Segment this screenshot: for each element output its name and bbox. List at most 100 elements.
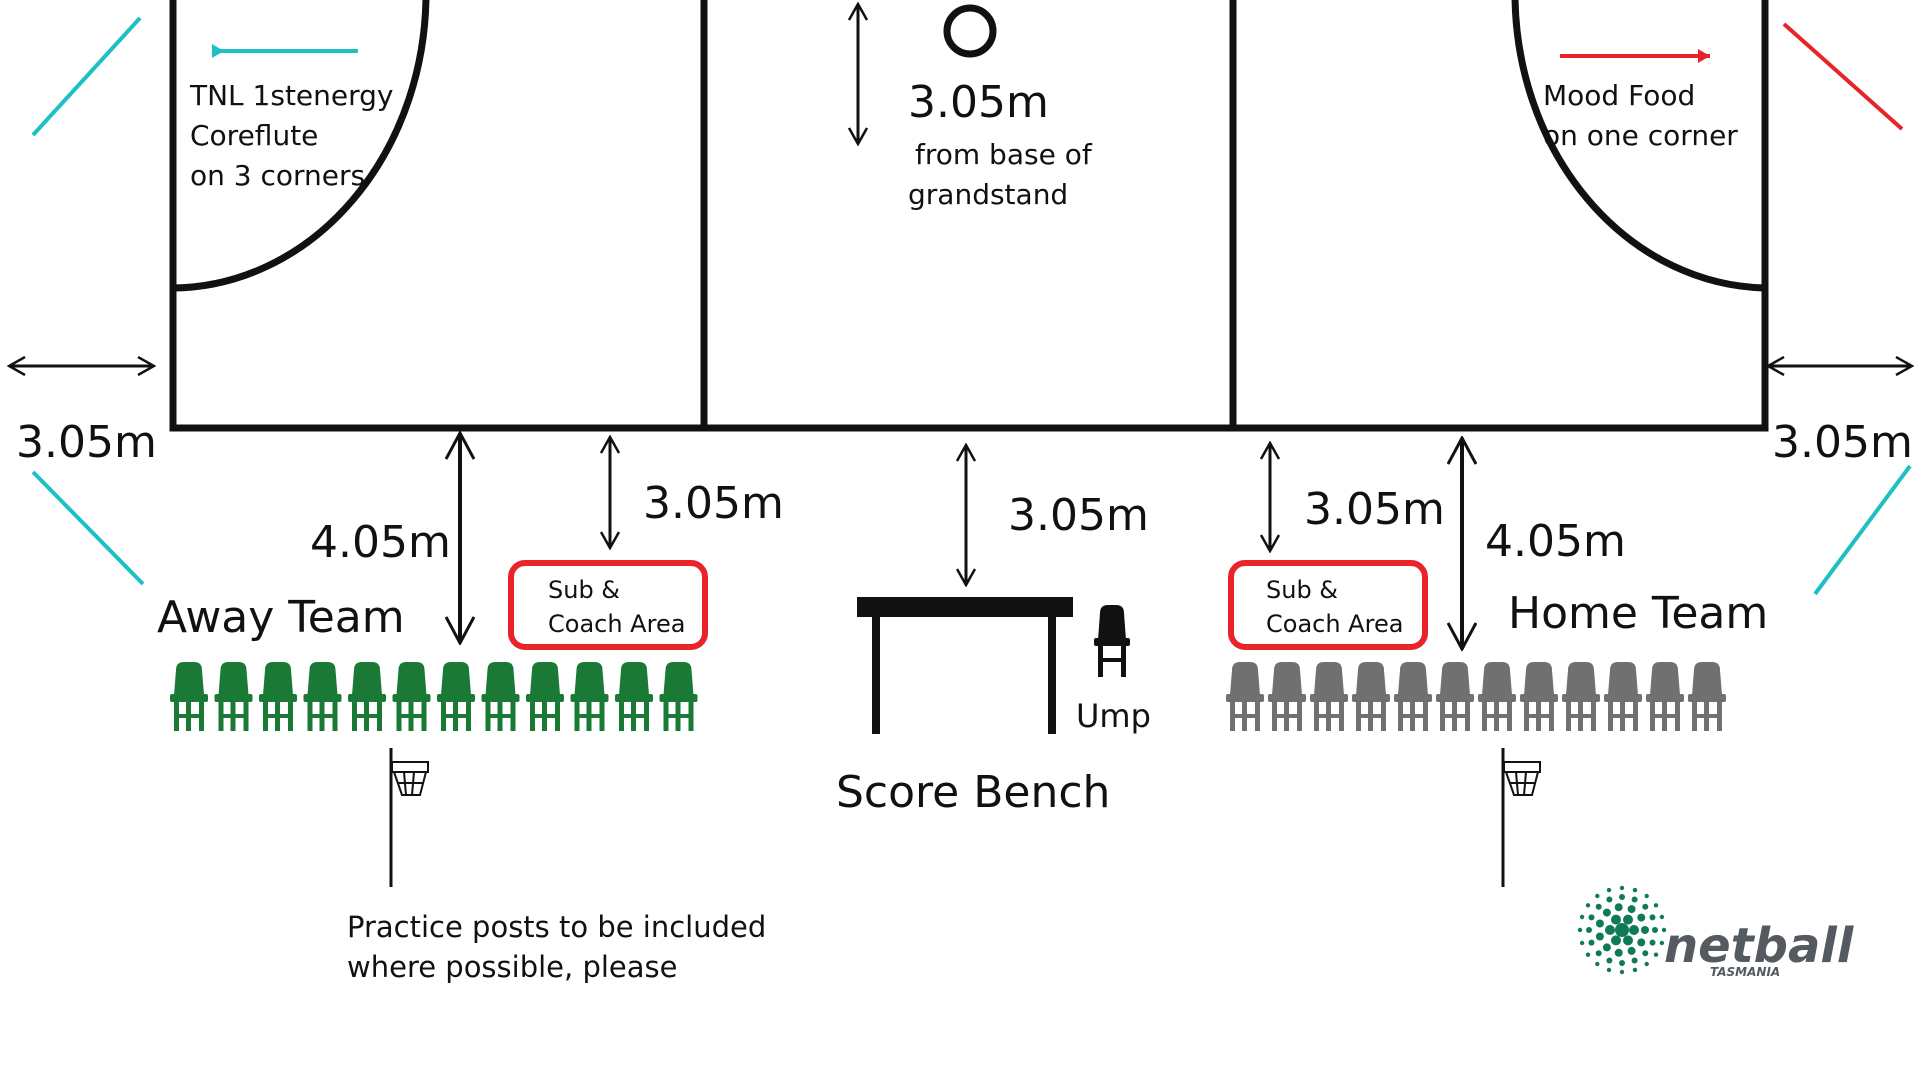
- logo-dot: [1606, 887, 1612, 893]
- chair-icon: [481, 662, 520, 731]
- goal-circle-left: [172, 0, 430, 292]
- logo-dot: [1637, 913, 1646, 922]
- logo-dot: [1595, 893, 1600, 899]
- corner-left-label-1: TNL 1stenergy: [189, 79, 394, 112]
- logo-wordmark: netball: [1664, 918, 1854, 974]
- chair-icon: [348, 662, 386, 731]
- chair-icon: [615, 662, 653, 731]
- chair-icon: [1562, 662, 1600, 731]
- mood-food-line-top-right: [1782, 22, 1904, 131]
- logo-dot: [1619, 960, 1625, 966]
- centre-circle: [943, 4, 997, 58]
- logo-dot: [1606, 967, 1612, 973]
- logo-dot: [1595, 961, 1600, 967]
- top-center-distance-label: 3.05m: [908, 77, 1049, 128]
- away-sub-area-label-1: Sub &: [548, 576, 620, 604]
- umpire-chair-icon: [1094, 605, 1130, 677]
- logo-dot: [1631, 896, 1638, 903]
- away-team-chairs: [170, 662, 698, 731]
- chair-icon: [1646, 662, 1684, 731]
- right-side-distance-label: 3.05m: [1772, 417, 1913, 468]
- logo-dot: [1586, 927, 1592, 933]
- practice-posts-note-2: where possible, please: [347, 950, 677, 984]
- corner-left-label-2: Coreflute: [190, 119, 318, 152]
- logo-dot: [1595, 950, 1602, 957]
- chair-icon: [1268, 662, 1306, 731]
- logo-dot-mark: [1577, 885, 1667, 975]
- chair-icon: [303, 662, 342, 731]
- corner-right-label-2: on one corner: [1543, 119, 1738, 152]
- logo-dot: [1588, 914, 1595, 921]
- court-outline: [169, 0, 1769, 432]
- chair-icon: [1604, 662, 1642, 731]
- chair-icon: [1688, 662, 1726, 731]
- top-center-note-1: from base of: [915, 138, 1093, 171]
- chair-icon: [1310, 662, 1348, 731]
- coreflute-line-top-left: [31, 16, 142, 137]
- logo-dot: [1644, 893, 1649, 899]
- home-sub-area-label-1: Sub &: [1266, 576, 1338, 604]
- logo-dot: [1606, 957, 1613, 964]
- chair-icon: [392, 662, 431, 731]
- logo-dot: [1637, 938, 1646, 947]
- logo-dot: [1605, 925, 1615, 935]
- logo-dot: [1642, 950, 1649, 957]
- logo-dot: [1629, 925, 1639, 935]
- away-sub-distance-label: 3.05m: [643, 478, 784, 529]
- logo-dot: [1623, 935, 1633, 946]
- logo-dot: [1577, 927, 1583, 933]
- logo-dot: [1641, 926, 1649, 934]
- chair-icon: [1436, 662, 1474, 731]
- logo-dot: [1659, 914, 1665, 920]
- logo-dot: [1659, 940, 1665, 946]
- logo-dot: [1588, 939, 1595, 946]
- away-sub-area-label-2: Coach Area: [548, 610, 685, 638]
- netball-tasmania-logo: netball TASMANIA: [1577, 885, 1854, 979]
- corner-right-label-1: Mood Food: [1543, 79, 1695, 112]
- logo-dot: [1595, 903, 1602, 910]
- home-sub-distance-label: 3.05m: [1304, 484, 1445, 535]
- logo-dot: [1585, 952, 1591, 957]
- logo-dot: [1653, 952, 1659, 957]
- home-bench-distance-label: 4.05m: [1485, 516, 1626, 567]
- top-center-note-2: grandstand: [908, 178, 1068, 211]
- practice-post-right-icon: [1501, 748, 1541, 887]
- chair-icon: [570, 662, 609, 731]
- away-sub-coach-area: Sub & Coach Area: [508, 560, 708, 650]
- logo-dot: [1642, 903, 1649, 910]
- chair-icon: [214, 662, 253, 731]
- logo-dot: [1579, 914, 1585, 920]
- chair-icon: [437, 662, 475, 731]
- logo-dot: [1627, 905, 1636, 914]
- logo-dot: [1644, 961, 1649, 967]
- practice-posts-note-1: Practice posts to be included: [347, 910, 766, 944]
- chair-icon: [1226, 662, 1264, 731]
- goal-circle-right: [1511, 0, 1766, 292]
- corner-left-label-3: on 3 corners: [190, 159, 365, 192]
- logo-dot: [1595, 919, 1604, 928]
- logo-dot: [1595, 932, 1604, 941]
- logo-dot: [1615, 923, 1629, 937]
- logo-dot: [1585, 903, 1591, 908]
- chair-icon: [259, 662, 297, 731]
- coreflute-line-bottom-right: [1813, 464, 1912, 596]
- practice-post-left-icon: [389, 748, 429, 887]
- logo-dot: [1631, 957, 1638, 964]
- chair-icon: [1352, 662, 1390, 731]
- court: [169, 0, 1769, 432]
- score-bench-label: Score Bench: [836, 767, 1110, 818]
- chair-icon: [1520, 662, 1558, 731]
- logo-dot: [1602, 908, 1611, 917]
- chair-icon: [1478, 662, 1516, 731]
- logo-subtitle: TASMANIA: [1710, 965, 1780, 979]
- logo-dot: [1652, 927, 1658, 933]
- home-sub-area-label-2: Coach Area: [1266, 610, 1403, 638]
- logo-dot: [1619, 885, 1625, 891]
- logo-dot: [1606, 896, 1613, 903]
- ump-label: Ump: [1076, 697, 1151, 735]
- left-side-distance-label: 3.05m: [16, 417, 157, 468]
- chair-icon: [1394, 662, 1432, 731]
- logo-dot: [1653, 903, 1659, 908]
- logo-dot: [1614, 903, 1623, 912]
